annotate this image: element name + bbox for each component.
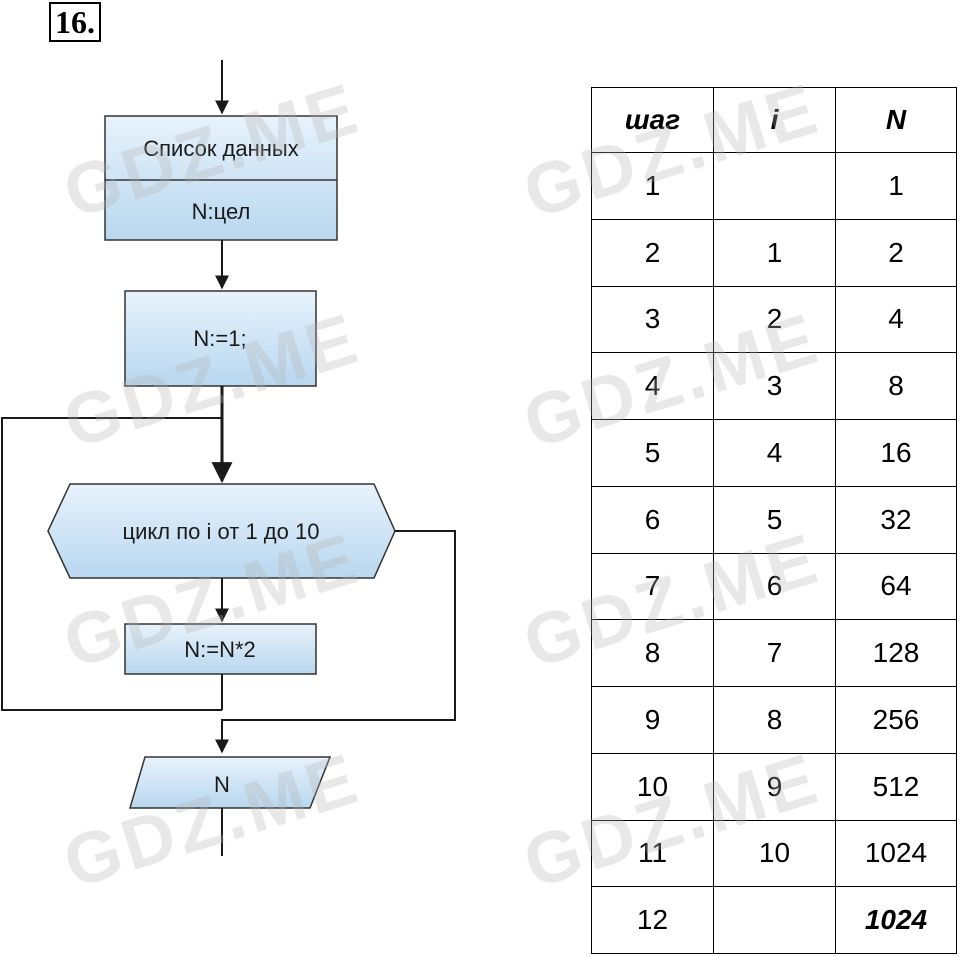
cell-i: 3 (713, 352, 836, 420)
cell-n: 16 (835, 419, 957, 487)
cell-i: 1 (713, 218, 836, 287)
loop-body-text: N:=N*2 (184, 637, 256, 662)
cell-n: 512 (835, 752, 957, 821)
cell-step: 1 (591, 152, 714, 220)
cell-step: 7 (591, 552, 714, 621)
header-step: шаг (591, 87, 714, 153)
header-i: i (713, 87, 836, 153)
task-number: 16. (49, 2, 101, 42)
cell-step: 10 (591, 752, 714, 821)
cell-step: 3 (591, 285, 714, 354)
cell-i: 8 (713, 686, 836, 754)
loop-exit-edge (215, 530, 456, 754)
cell-n: 128 (835, 619, 957, 687)
cell-n-result: 1024 (835, 886, 957, 954)
cell-n: 2 (835, 218, 957, 287)
cell-n: 1 (835, 152, 957, 220)
loop-body-block: N:=N*2 (124, 623, 317, 675)
table-row: 12 1024 (591, 886, 957, 954)
loop-back-edge (1, 417, 222, 711)
cell-i: 6 (713, 552, 836, 621)
cell-n: 4 (835, 285, 957, 354)
cell-n: 8 (835, 352, 957, 420)
init-assignment-text: N:=1; (193, 326, 246, 351)
cell-n: 256 (835, 686, 957, 754)
data-block-title: Список данных (143, 136, 299, 161)
data-declaration-block: Список данных N:цел (104, 115, 338, 241)
loop-header-block: цикл по i от 1 до 10 (47, 483, 396, 579)
cell-i (713, 152, 836, 220)
cell-i: 9 (713, 752, 836, 821)
output-block: N (128, 756, 332, 809)
cell-step: 12 (591, 886, 714, 954)
cell-step: 9 (591, 686, 714, 754)
output-text: N (214, 772, 230, 797)
cell-step: 2 (591, 218, 714, 287)
table-header-row: шаг i N (591, 87, 957, 153)
cell-step: 4 (591, 352, 714, 420)
cell-i: 5 (713, 485, 836, 554)
cell-n: 32 (835, 485, 957, 554)
cell-i (713, 886, 836, 954)
cell-step: 8 (591, 619, 714, 687)
cell-n: 1024 (835, 819, 957, 888)
cell-n: 64 (835, 552, 957, 621)
cell-step: 5 (591, 419, 714, 487)
cell-i: 10 (713, 819, 836, 888)
flowchart: Список данных N:цел N:=1; цикл по i от 1… (1, 60, 456, 856)
data-block-variable: N:цел (192, 199, 251, 224)
cell-i: 7 (713, 619, 836, 687)
init-assignment-block: N:=1; (124, 290, 317, 387)
cell-step: 6 (591, 485, 714, 554)
cell-i: 4 (713, 419, 836, 487)
header-n: N (835, 87, 957, 153)
loop-header-text: цикл по i от 1 до 10 (123, 519, 320, 544)
cell-step: 11 (591, 819, 714, 888)
cell-i: 2 (713, 285, 836, 354)
